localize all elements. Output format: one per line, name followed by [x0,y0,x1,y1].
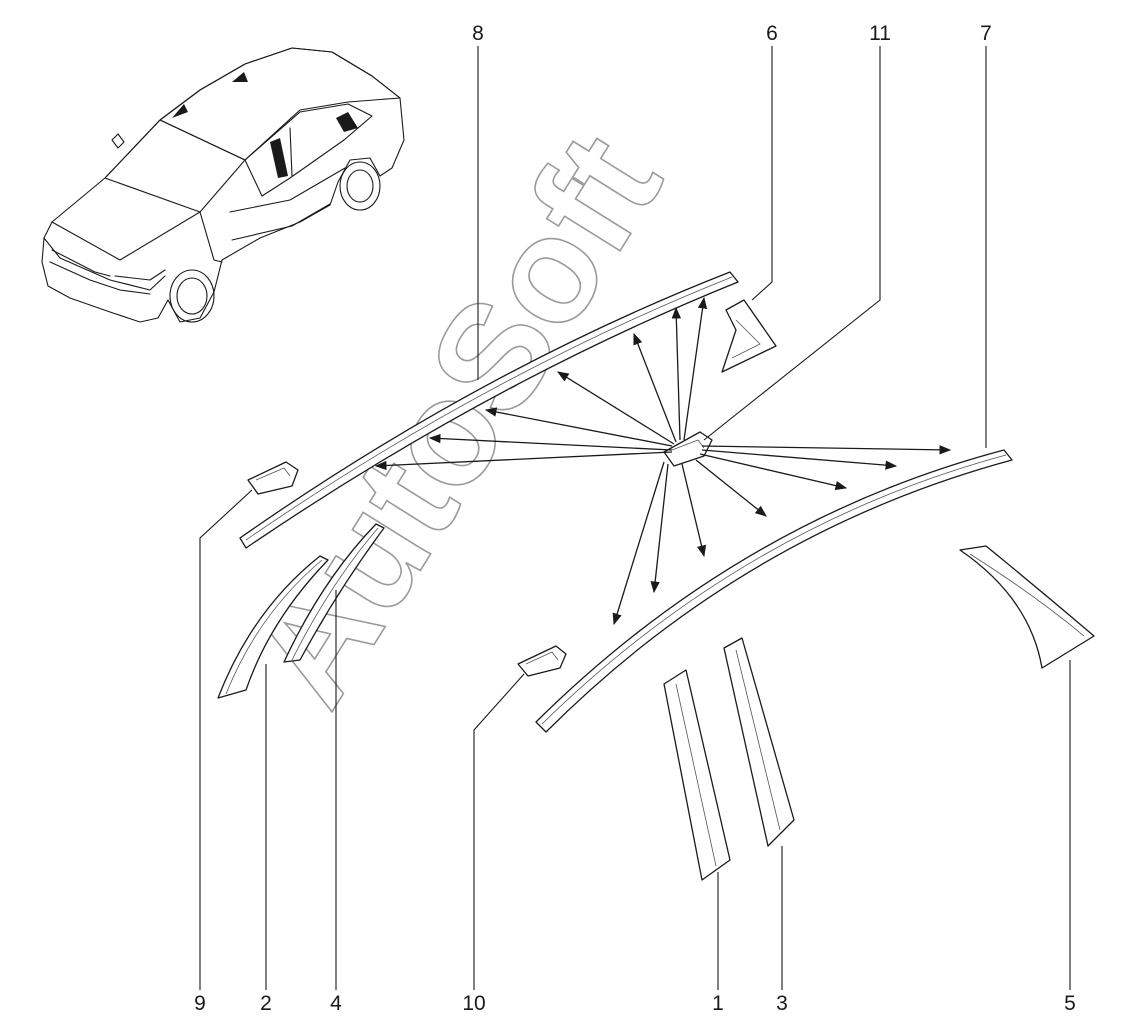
arrow [374,451,673,471]
callout-1: 1 [712,992,724,1015]
part-1-door-pillar-trim [663,669,731,881]
arrow [683,296,708,441]
arrow [484,407,673,447]
callout-7: 7 [980,22,992,45]
callout-2: 2 [260,992,272,1015]
leader-lines [199,46,1071,990]
part-10-clip [517,645,567,677]
callout-8: 8 [472,22,484,45]
arrow [701,445,952,455]
callout-10: 10 [462,992,485,1015]
part-6-triangular-trim [721,299,777,373]
arrow [557,371,675,445]
arrow [681,463,707,558]
callout-3: 3 [776,992,788,1015]
arrow [699,453,848,491]
part-5-rear-quarter-trim [959,545,1095,669]
callout-numbers: 8 6 11 7 9 2 4 10 1 3 5 [194,22,1076,1015]
arrow [633,332,677,443]
arrow [695,459,767,517]
car-overview-illustration [41,47,405,323]
direction-arrows [374,296,952,626]
part-7-roof-molding-right [535,449,1013,733]
callout-9: 9 [194,992,206,1015]
arrow [428,433,673,451]
part-8-roof-molding-left [239,271,739,549]
arrow [671,306,681,441]
arrow [701,449,898,470]
arrow [650,463,669,594]
callout-6: 6 [766,22,778,45]
part-3-door-pillar-trim [723,637,795,847]
part-11-clip [663,431,713,467]
callout-4: 4 [330,992,342,1015]
callout-5: 5 [1064,992,1076,1015]
part-9-clip [247,461,299,495]
callout-11: 11 [869,22,891,45]
part-2-pillar-trim [217,555,329,699]
arrow [612,461,665,626]
part-4-pillar-trim [283,523,385,663]
